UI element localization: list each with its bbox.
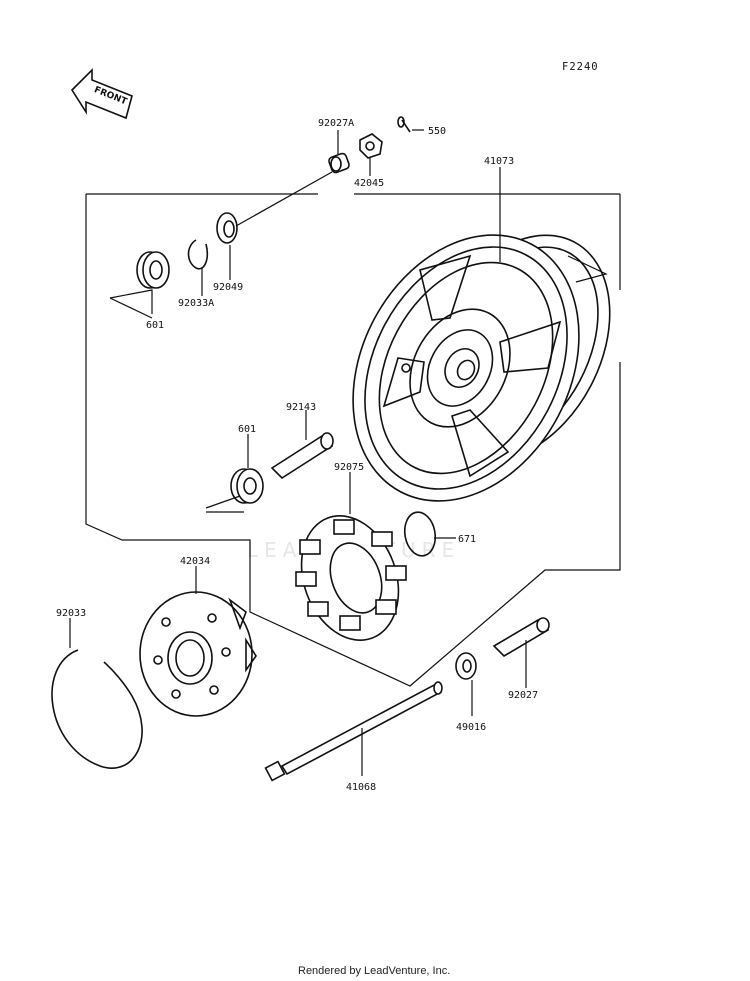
- callout-671: 671: [458, 534, 476, 545]
- collar-92049: [216, 212, 238, 244]
- bearing-601-top: [136, 251, 170, 289]
- callout-92049: 92049: [213, 282, 243, 293]
- footer-credit: Rendered by LeadVenture, Inc.: [298, 965, 450, 977]
- callout-601-lower: 601: [238, 424, 256, 435]
- coupling-42034: [139, 591, 257, 717]
- front-label: FRONT: [92, 85, 128, 107]
- callout-92033A: 92033A: [178, 298, 214, 309]
- assembly-outline: [85, 194, 621, 687]
- callout-92143: 92143: [286, 402, 316, 413]
- callout-42045: 42045: [354, 178, 384, 189]
- callout-550: 550: [428, 126, 446, 137]
- callout-41073: 41073: [484, 156, 514, 167]
- callout-92033: 92033: [56, 608, 86, 619]
- callout-601-top: 601: [146, 320, 164, 331]
- rear-wheel: [352, 234, 611, 502]
- damper-92075: [295, 515, 407, 641]
- nut-42045: [359, 133, 383, 159]
- circlip-92033: [51, 649, 143, 769]
- collar-92027A: [328, 152, 350, 174]
- callout-labels: 92027A 550 42045 41073 92049 92033A 601 …: [56, 118, 538, 793]
- cotter-pin-550: [397, 116, 411, 133]
- collar-92027: [492, 617, 550, 658]
- o-ring-671: [403, 511, 437, 557]
- callout-92027: 92027: [508, 690, 538, 701]
- axle-41068: [264, 681, 443, 782]
- circlip-92033A: [187, 239, 209, 270]
- callout-42034: 42034: [180, 556, 210, 567]
- bearing-601-lower: [230, 468, 264, 504]
- leader-lines: [69, 129, 608, 776]
- spacer-92143: [270, 432, 334, 480]
- callout-92075: 92075: [334, 462, 364, 473]
- diagram-code: F2240: [562, 61, 599, 73]
- callout-49016: 49016: [456, 722, 486, 733]
- washer-49016: [455, 652, 477, 680]
- callout-41068: 41068: [346, 782, 376, 793]
- callout-92027A: 92027A: [318, 118, 354, 129]
- front-arrow-icon: FRONT: [70, 68, 133, 120]
